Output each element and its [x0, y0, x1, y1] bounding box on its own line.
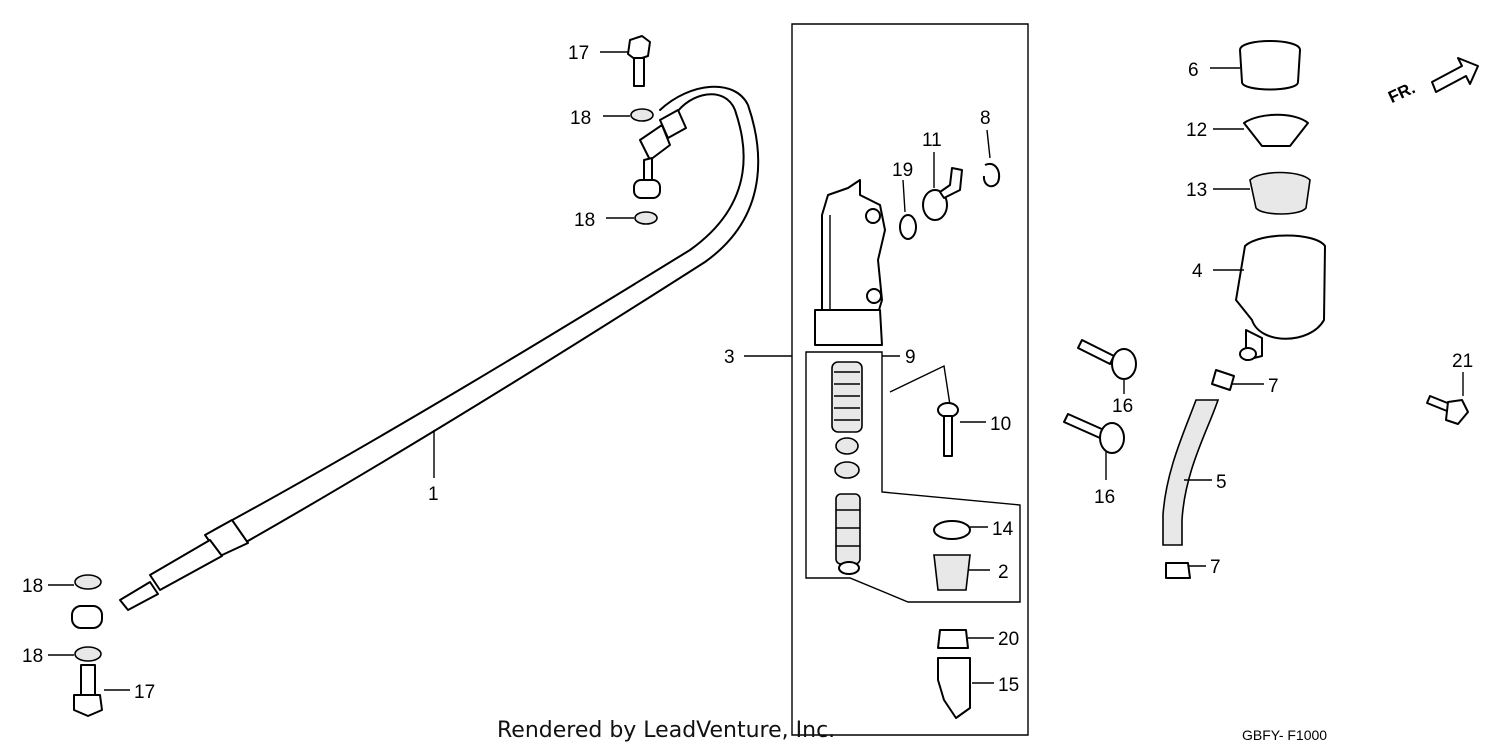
callout-18-1: 18: [570, 108, 591, 129]
callout-18-2: 18: [574, 210, 595, 231]
callout-13: 13: [1186, 180, 1207, 201]
callout-3: 3: [724, 347, 735, 368]
rubber-boot: [933, 554, 971, 591]
reservoir-diaphragm: [1249, 171, 1311, 215]
sealing-washer-4: [74, 646, 102, 662]
callout-18-4: 18: [22, 646, 43, 667]
callout-17-lower: 17: [134, 682, 155, 703]
sealing-washer-1: [630, 108, 654, 122]
brake-hose: [71, 85, 760, 629]
reservoir-bolt-upper: [1077, 339, 1137, 380]
callout-21: 21: [1452, 351, 1473, 372]
sealing-washer-2: [634, 211, 658, 225]
callout-7-lower: 7: [1210, 557, 1221, 578]
mounting-bolt: [1426, 395, 1469, 425]
callout-12: 12: [1186, 120, 1207, 141]
sealing-washer-3: [74, 574, 102, 590]
callout-17-upper: 17: [568, 43, 589, 64]
callout-16-lower: 16: [1094, 487, 1115, 508]
master-cylinder-body: [814, 179, 886, 346]
reservoir-cap: [1239, 40, 1301, 91]
assembly-frame: [791, 23, 1029, 736]
diagram-code: GBFY- F1000: [1242, 727, 1327, 743]
diaphragm-plate: [1243, 113, 1309, 147]
cup-primary: [835, 437, 859, 455]
callout-4: 4: [1192, 261, 1203, 282]
piston-kit-frame: [805, 351, 1021, 603]
callout-15: 15: [998, 675, 1019, 696]
callout-8: 8: [980, 108, 991, 129]
hose-joint: [922, 167, 963, 221]
callout-1: 1: [428, 484, 439, 505]
callouts: 17 18 18 18 18 17 1 3 9 10 14 2 20 15 19…: [22, 43, 1473, 703]
push-rod-joint: [937, 657, 971, 719]
callout-9: 9: [905, 347, 916, 368]
hose-clip-lower: [1165, 562, 1191, 579]
banjo-bolt-lower: [73, 664, 103, 717]
callout-10: 10: [990, 414, 1011, 435]
callout-11: 11: [922, 130, 942, 151]
joint-nut: [937, 629, 969, 649]
reservoir-hose: [1162, 399, 1220, 546]
callout-6: 6: [1188, 60, 1199, 81]
leader-lines: [48, 51, 1464, 691]
circlip: [982, 162, 1001, 188]
callout-18-3: 18: [22, 576, 43, 597]
front-direction-arrow-icon: FR.: [1385, 57, 1479, 107]
banjo-bolt-upper: [627, 35, 651, 87]
cup-secondary: [834, 461, 860, 479]
callout-2: 2: [998, 562, 1009, 583]
snap-ring: [933, 520, 971, 540]
hose-clip-upper: [1211, 369, 1235, 391]
callout-14: 14: [992, 519, 1014, 540]
callout-16-upper: 16: [1112, 396, 1133, 417]
push-rod-pin: [889, 364, 959, 457]
callout-5: 5: [1216, 472, 1227, 493]
banjo-eye-lower: [71, 605, 103, 629]
reservoir-bolt-lower: [1063, 413, 1125, 454]
callout-7-upper: 7: [1268, 376, 1279, 397]
callout-19: 19: [892, 160, 913, 181]
piston: [835, 493, 861, 575]
spring: [831, 361, 863, 433]
callout-20: 20: [998, 629, 1019, 650]
render-credit: Rendered by LeadVenture, Inc.: [497, 718, 835, 743]
o-ring: [899, 214, 917, 240]
banjo-eye-upper: [633, 179, 661, 199]
front-label: FR.: [1385, 78, 1418, 107]
reservoir-tank: [1235, 234, 1326, 361]
